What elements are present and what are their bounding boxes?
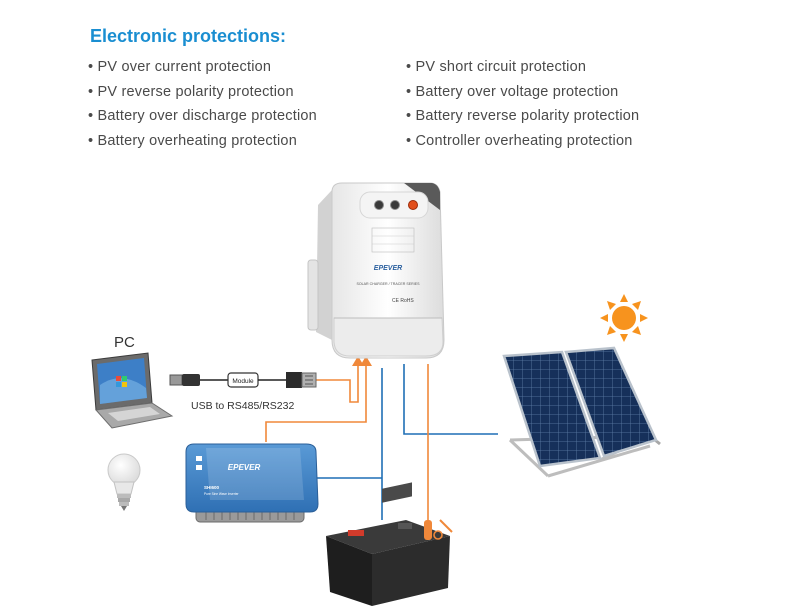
controller-brand: EPEVER: [374, 265, 402, 272]
inverter-model: SHI600: [204, 485, 220, 490]
pc-label: PC: [114, 334, 135, 351]
inverter-desc: Pure Sine Wave Inverter: [204, 492, 240, 496]
pv-wire: [403, 364, 498, 435]
temperature-sensor-icon: [424, 519, 453, 540]
arrow-up: [360, 356, 372, 366]
usb-cable: Module USB to RS485/RS232: [169, 372, 317, 412]
protection-item: Battery over discharge protection: [88, 104, 317, 129]
battery: [326, 482, 450, 606]
arrow-up: [352, 356, 364, 366]
section-heading: Electronic protections:: [90, 26, 287, 46]
module-label: Module: [232, 378, 254, 385]
cable-label: USB to RS485/RS232: [191, 400, 294, 412]
laptop-icon: [91, 352, 174, 429]
pc-comm-wire: [316, 358, 359, 403]
protection-item: Battery overheating protection: [88, 129, 317, 154]
protections-list-right: PV short circuit protection Battery over…: [406, 55, 640, 154]
controller-series: SOLAR CHARGER / TRACER SERIES: [356, 282, 420, 286]
wiring: [265, 356, 498, 524]
inverter-comm-wire: [265, 358, 367, 442]
protections-list-left: PV over current protection PV reverse po…: [88, 55, 317, 153]
inverter: EPEVER SHI600 Pure Sine Wave Inverter: [185, 443, 319, 523]
solar-charge-controller: EPEVER SOLAR CHARGER / TRACER SERIES CE …: [307, 182, 445, 359]
protection-item: Battery over voltage protection: [406, 80, 639, 105]
protection-item: PV short circuit protection: [406, 55, 639, 80]
solar-panels: [502, 346, 661, 478]
controller-cert: CE RoHS: [392, 298, 414, 304]
inverter-brand: EPEVER: [228, 463, 261, 472]
protection-item: Battery reverse polarity protection: [406, 104, 640, 129]
sun-icon: [600, 294, 648, 342]
protection-item: Controller overheating protection: [406, 129, 639, 154]
protection-item: PV over current protection: [88, 55, 317, 80]
light-bulb-icon: [107, 453, 141, 511]
protection-item: PV reverse polarity protection: [88, 80, 317, 105]
